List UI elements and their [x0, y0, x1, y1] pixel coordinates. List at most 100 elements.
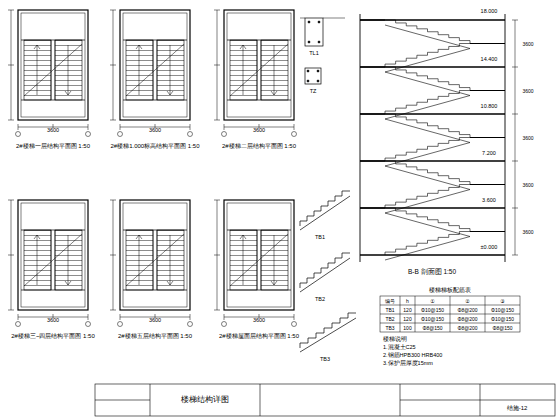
table-cell: Φ10@150: [420, 316, 445, 321]
drawing-label: 3600: [46, 318, 60, 324]
table-cell: Φ8@200: [456, 316, 478, 321]
drawing-label: TB1: [314, 235, 326, 241]
drawing-line: [300, 258, 350, 292]
drawing-line: [95, 384, 555, 416]
drawing-label: 3600: [148, 318, 162, 324]
drawing-label: 3600: [46, 128, 60, 134]
drawing-line: [318, 41, 320, 43]
drawing-line: [318, 21, 320, 23]
drawing-line: [385, 114, 470, 138]
drawing-line: [308, 21, 310, 23]
drawing-label: 2.钢筋HPB300 HRB400: [382, 353, 443, 359]
drawing-line: [470, 137, 505, 138]
table-cell: Φ10@150: [490, 307, 515, 312]
drawing-line: [360, 160, 385, 161]
drawing-line: [470, 231, 505, 232]
drawing-line: [300, 318, 356, 352]
drawing-line: [110, 10, 193, 137]
drawing-line: [300, 253, 350, 288]
drawing-line: [360, 19, 505, 20]
drawing-line: [380, 296, 520, 332]
drawing-line: [385, 20, 470, 44]
table-cell: ③: [499, 298, 505, 303]
drawing-line: [360, 160, 505, 161]
drawing-label: TZ: [309, 89, 318, 95]
title-block: [95, 384, 555, 416]
drawing-line: [307, 70, 309, 72]
drawing-label: 3.600: [481, 198, 497, 204]
drawing-label: TL1: [308, 51, 319, 57]
drawing-line: [385, 138, 470, 162]
view-title: 2#楼梯一层结构平面图 1:50: [15, 143, 91, 149]
drawing-line: [360, 207, 385, 208]
drawing-label: 3600: [148, 128, 162, 134]
drawing-line: [385, 237, 470, 261]
table-cell: 120: [402, 307, 412, 312]
drawing-line: [214, 10, 297, 137]
drawing-label: 3600: [521, 41, 534, 46]
drawing-label: 3600: [252, 318, 266, 324]
drawing-label: TB3: [319, 357, 331, 363]
table-cell: 120: [402, 316, 412, 321]
drawing-label: 14.400: [480, 57, 499, 63]
drawing-line: [385, 185, 470, 209]
drawing-line: [305, 18, 323, 46]
drawing-line: [385, 190, 470, 214]
drawing-line: [385, 44, 470, 68]
drawing-line: [385, 96, 470, 120]
table-cell: Φ8@150: [421, 325, 443, 330]
beam-sections: [300, 18, 345, 84]
drawing-line: [300, 313, 356, 348]
drawing-line: [300, 191, 350, 226]
drawing-line: [360, 14, 505, 262]
drawing-label: 3600: [521, 88, 534, 93]
table-cell: Φ8@200: [456, 325, 478, 330]
drawing-line: [360, 113, 505, 114]
table-cell: Φ10@150: [490, 316, 515, 321]
plan-views: [8, 10, 297, 327]
drawing-line: [317, 80, 319, 82]
drawing-line: [214, 200, 297, 327]
drawing-line: [515, 20, 516, 255]
drawing-label: 3600: [521, 182, 534, 187]
drawing-line: [8, 200, 91, 327]
table-cell: h: [405, 298, 410, 303]
drawing-line: [385, 166, 470, 190]
table-cell: 100: [402, 325, 412, 330]
drawing-line: [385, 49, 470, 73]
drawing-label: 结施-12: [506, 405, 529, 411]
table-cell: Φ8@200: [456, 307, 478, 312]
rebar-table: [380, 296, 520, 332]
drawing-label: 楼梯结构详图: [180, 396, 230, 404]
drawing-line: [360, 113, 385, 114]
drawing-line: [385, 25, 470, 49]
drawing-line: [300, 196, 350, 230]
drawing-line: [317, 70, 319, 72]
drawing-label: 7.200: [481, 151, 497, 157]
drawing-label: ±0.000: [480, 245, 499, 251]
drawing-line: [95, 384, 555, 416]
drawing-line: [300, 18, 345, 19]
table-cell: Φ10@150: [420, 307, 445, 312]
view-title: 2#楼梯三~四层结构平面图 1:50: [10, 333, 96, 339]
drawing-line: [512, 67, 518, 68]
drawing-line: [360, 207, 505, 208]
drawing-line: [308, 41, 310, 43]
table-cell: ①: [429, 298, 435, 303]
drawing-line: [360, 19, 385, 20]
drawing-line: [385, 213, 470, 237]
drawing-line: [512, 161, 518, 162]
drawing-line: [360, 66, 385, 67]
drawing-label: 3.保护层厚度15mm: [382, 361, 434, 367]
view-title: 2#楼梯二层结构平面图 1:50: [221, 143, 297, 149]
drawing-line: [385, 161, 470, 185]
drawing-label: B-B 剖面图 1:50: [407, 269, 457, 276]
drawing-line: [307, 80, 309, 82]
table-cell: 编号: [384, 298, 396, 303]
drawing-line: [400, 296, 485, 332]
drawing-label: 3600: [252, 128, 266, 134]
slab-details: [300, 191, 356, 352]
drawing-line: [385, 208, 470, 232]
